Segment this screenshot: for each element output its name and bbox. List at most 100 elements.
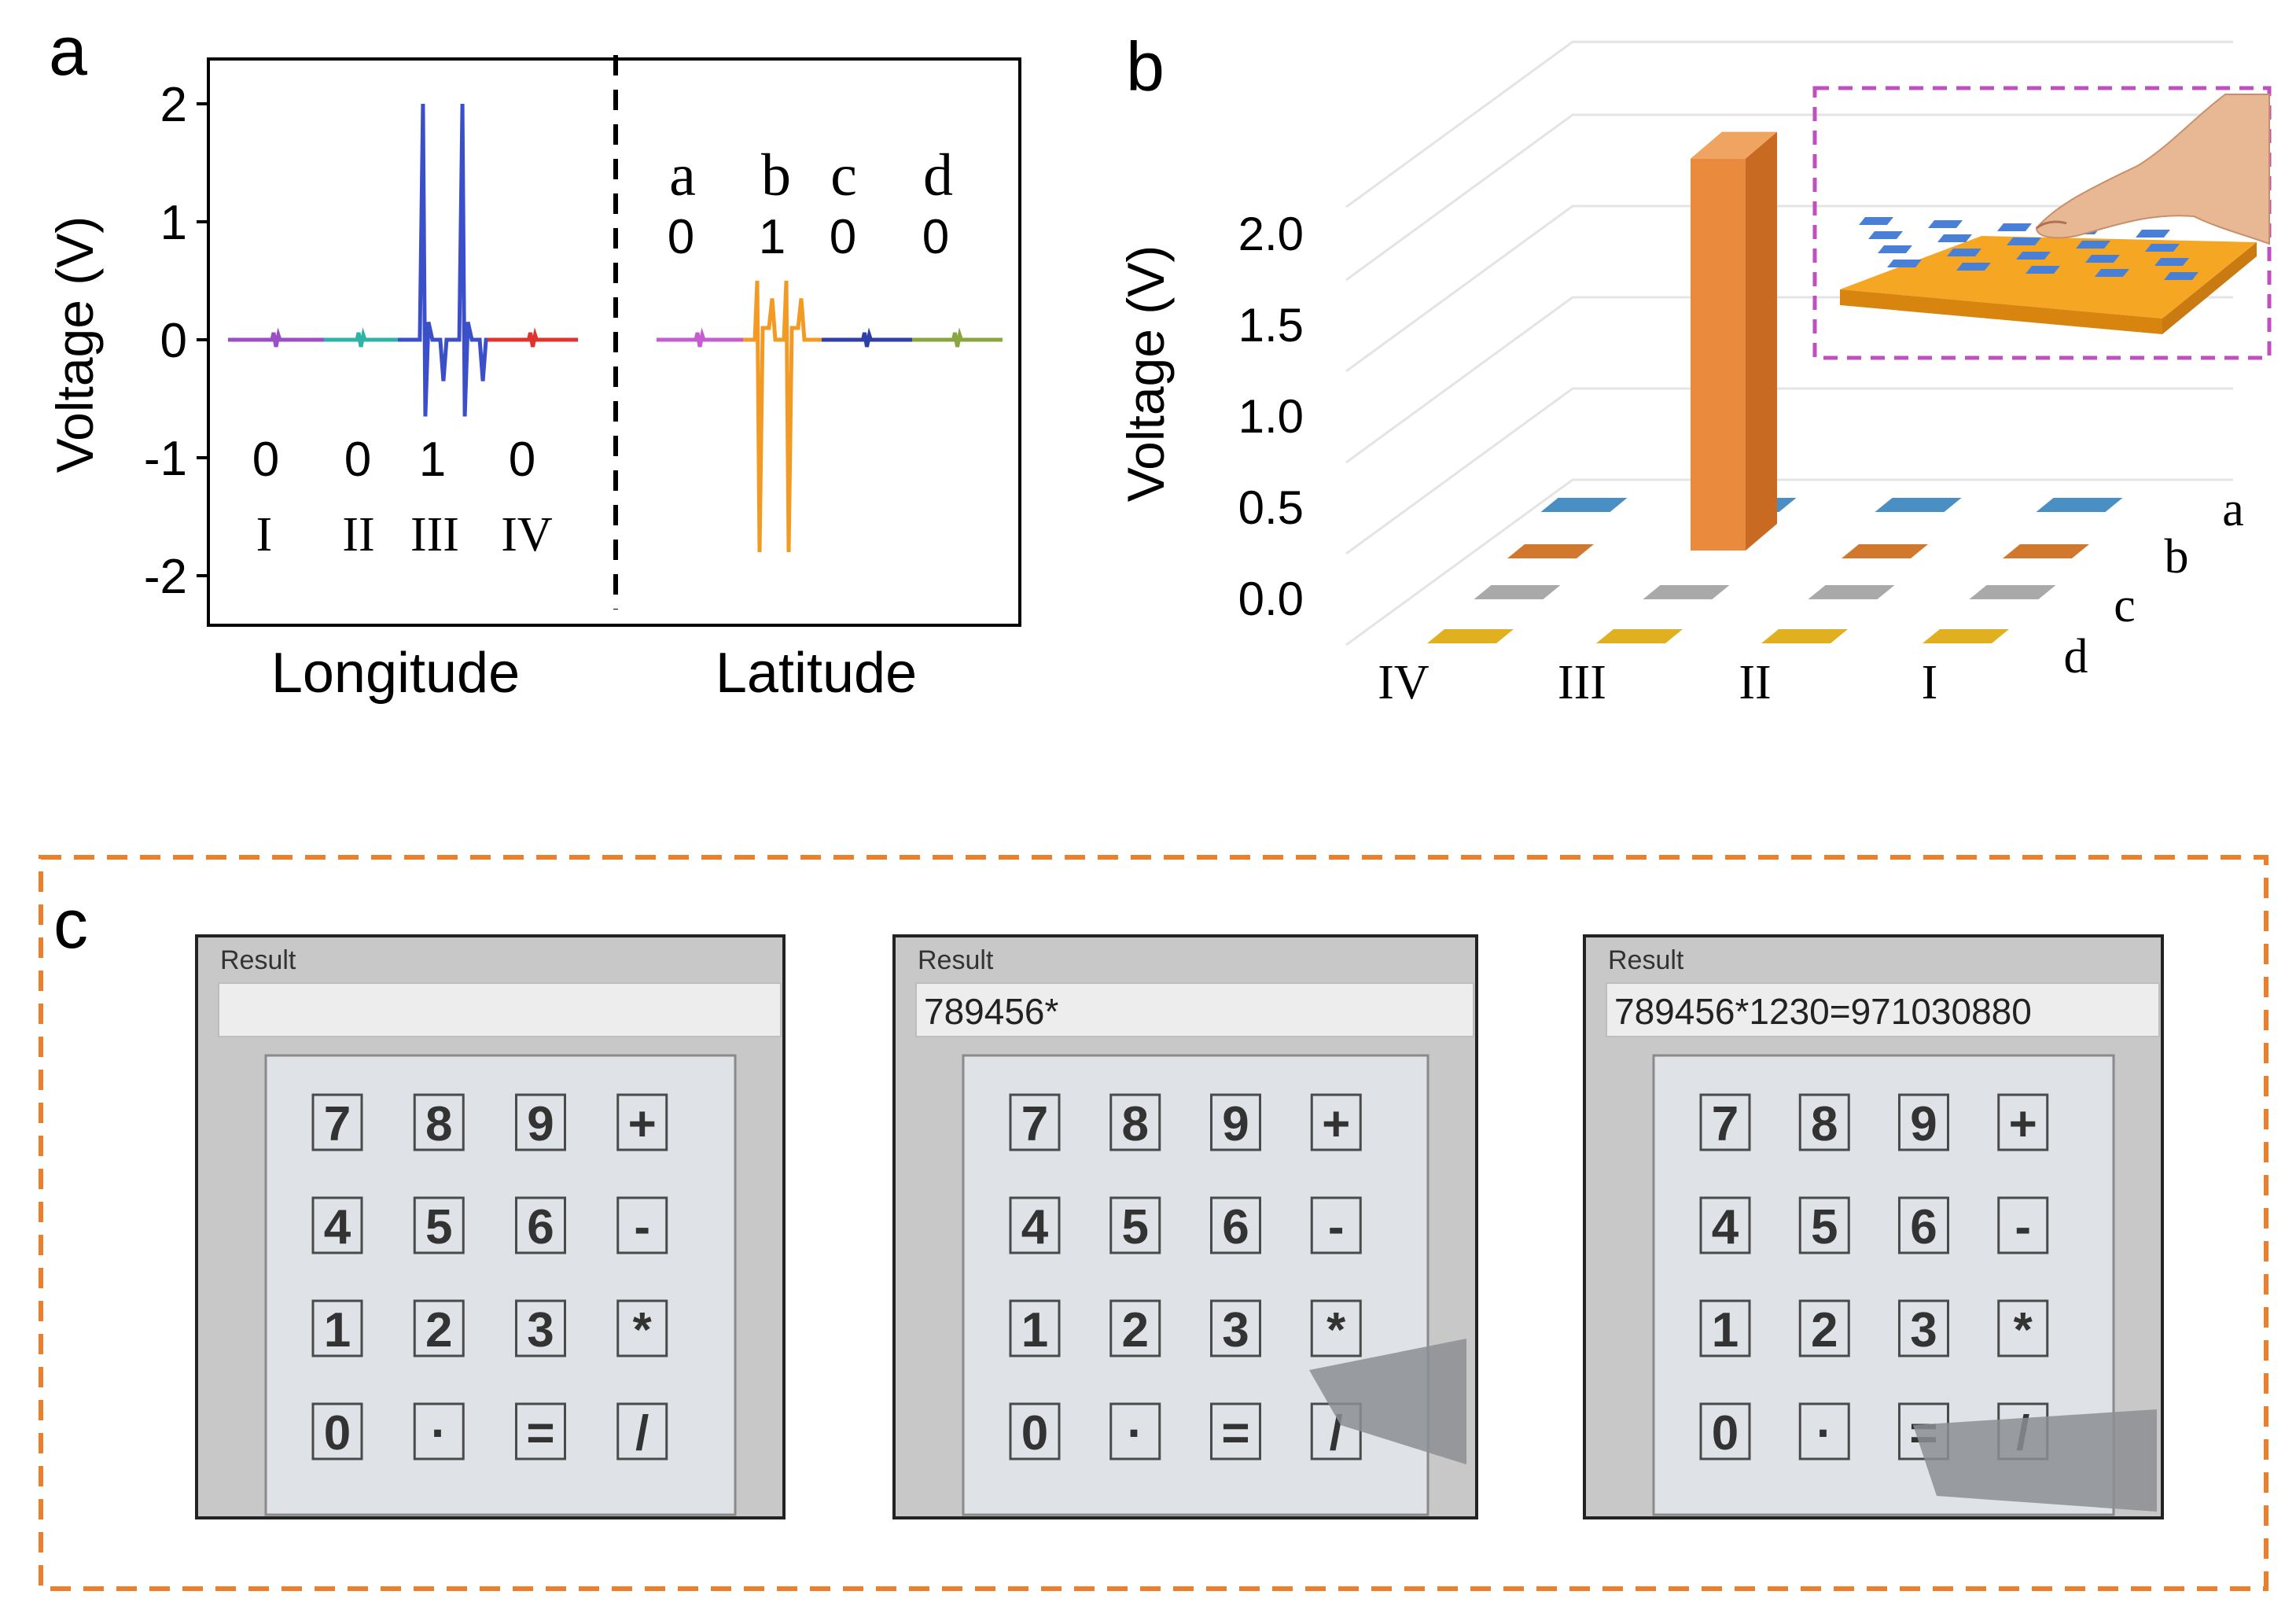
inset-sensor xyxy=(2095,269,2129,277)
inset-sensor xyxy=(1937,234,1972,242)
result-field xyxy=(1606,982,2160,1037)
result-label: Result xyxy=(1608,945,1684,975)
tile-b-IV xyxy=(1507,544,1594,558)
key-box xyxy=(1109,1299,1161,1357)
key-10: 3 xyxy=(1910,1303,1937,1357)
b-y-tick-label: 0.5 xyxy=(1238,481,1304,534)
bar-front xyxy=(1691,158,1746,551)
panel-c-label: c xyxy=(53,885,88,963)
key-2: 9 xyxy=(1910,1097,1937,1151)
lat-name-4: d xyxy=(923,142,953,208)
key-12: 0 xyxy=(1712,1406,1739,1460)
inset-touch-illustration xyxy=(1812,86,2272,360)
stylus xyxy=(1309,1339,1466,1464)
key-2: 9 xyxy=(527,1097,554,1151)
lon-name-2: II xyxy=(342,508,374,562)
key-12: 0 xyxy=(1021,1406,1048,1460)
key-box xyxy=(1310,1196,1362,1254)
result-field xyxy=(218,982,782,1037)
key-6: 6 xyxy=(1222,1200,1249,1254)
col-label-4: I xyxy=(1922,656,1938,709)
key-box xyxy=(616,1093,668,1151)
panel-b: b 2.01.51.00.50.0 Voltage (V) IV III II … xyxy=(1117,28,2272,709)
key-box xyxy=(1109,1402,1161,1460)
inset-sensor xyxy=(1947,249,1981,256)
result-field xyxy=(915,982,1474,1037)
tile-b-II xyxy=(1842,544,1928,558)
bar-side xyxy=(1746,131,1777,551)
latitude-xlabel: Latitude xyxy=(716,642,917,705)
inset-sensor xyxy=(2016,252,2051,260)
key-10: 3 xyxy=(527,1303,554,1357)
key-7: - xyxy=(1328,1200,1345,1254)
key-box xyxy=(413,1093,465,1151)
key-0: 7 xyxy=(1712,1097,1739,1151)
key-7: - xyxy=(2015,1200,2031,1254)
key-13: · xyxy=(1127,1406,1143,1460)
panel-a: a Voltage (V) 210-1-2 0 0 1 0 I II III I… xyxy=(46,12,1021,705)
trace-c xyxy=(822,327,912,348)
trace-II xyxy=(324,327,398,348)
longitude-traces xyxy=(228,103,578,417)
inset-sensor xyxy=(2076,241,2110,249)
key-3: + xyxy=(628,1097,657,1151)
key-6: 6 xyxy=(1910,1200,1937,1254)
key-box xyxy=(311,1299,363,1357)
inset-sensor xyxy=(1878,245,1912,253)
key-box xyxy=(311,1196,363,1254)
b-y-tick-label: 2.0 xyxy=(1238,208,1304,260)
key-box xyxy=(1997,1299,2049,1357)
key-4: 4 xyxy=(324,1200,351,1254)
latitude-traces xyxy=(657,280,1003,553)
key-0: 7 xyxy=(324,1097,351,1151)
key-box xyxy=(1798,1093,1850,1151)
key-box xyxy=(1009,1093,1061,1151)
lat-code-4: 0 xyxy=(922,210,949,264)
tile-d-IV xyxy=(1427,629,1514,643)
key-box xyxy=(413,1196,465,1254)
panel-b-label: b xyxy=(1126,28,1165,105)
key-box xyxy=(515,1402,566,1460)
inset-sensor xyxy=(1859,217,1893,225)
key-box xyxy=(1210,1093,1261,1151)
lat-code-2: 1 xyxy=(759,210,786,264)
key-box xyxy=(1009,1196,1061,1254)
keypad-paper xyxy=(962,1054,1429,1516)
key-box xyxy=(1699,1299,1751,1357)
key-box xyxy=(1109,1196,1161,1254)
tile-d-I xyxy=(1923,629,2009,643)
key-box xyxy=(1898,1299,1949,1357)
key-13: · xyxy=(1816,1406,1833,1460)
key-box xyxy=(616,1402,668,1460)
tile-d-III xyxy=(1596,629,1683,643)
y-tick-label: 1 xyxy=(160,196,187,250)
trace-I xyxy=(228,327,324,348)
panel-a-label: a xyxy=(49,12,87,90)
key-box xyxy=(515,1196,566,1254)
b-gridline xyxy=(1345,387,2233,555)
key-box xyxy=(1109,1093,1161,1151)
lon-code-2: 0 xyxy=(344,433,371,487)
bar-top xyxy=(1691,131,1777,159)
key-box xyxy=(1798,1196,1850,1254)
key-2: 9 xyxy=(1222,1097,1249,1151)
lat-name-2: b xyxy=(761,142,791,208)
key-box xyxy=(1699,1093,1751,1151)
result-value: 789456* xyxy=(924,991,1058,1032)
key-box xyxy=(616,1196,668,1254)
b-y-tick-label: 1.0 xyxy=(1238,390,1304,443)
key-14: = xyxy=(1221,1406,1249,1460)
inset-sensor xyxy=(2026,266,2060,274)
lat-code-1: 0 xyxy=(668,210,694,264)
panel-b-ylabel: Voltage (V) xyxy=(1117,245,1175,503)
finger-hand xyxy=(2035,94,2270,245)
inset-sensor xyxy=(2085,255,2120,263)
key-box xyxy=(1310,1093,1362,1151)
lat-name-3: c xyxy=(830,142,857,208)
key-box xyxy=(515,1299,566,1357)
key-box xyxy=(1798,1299,1850,1357)
key-0: 7 xyxy=(1021,1097,1048,1151)
tile-a-II xyxy=(1875,498,1962,512)
